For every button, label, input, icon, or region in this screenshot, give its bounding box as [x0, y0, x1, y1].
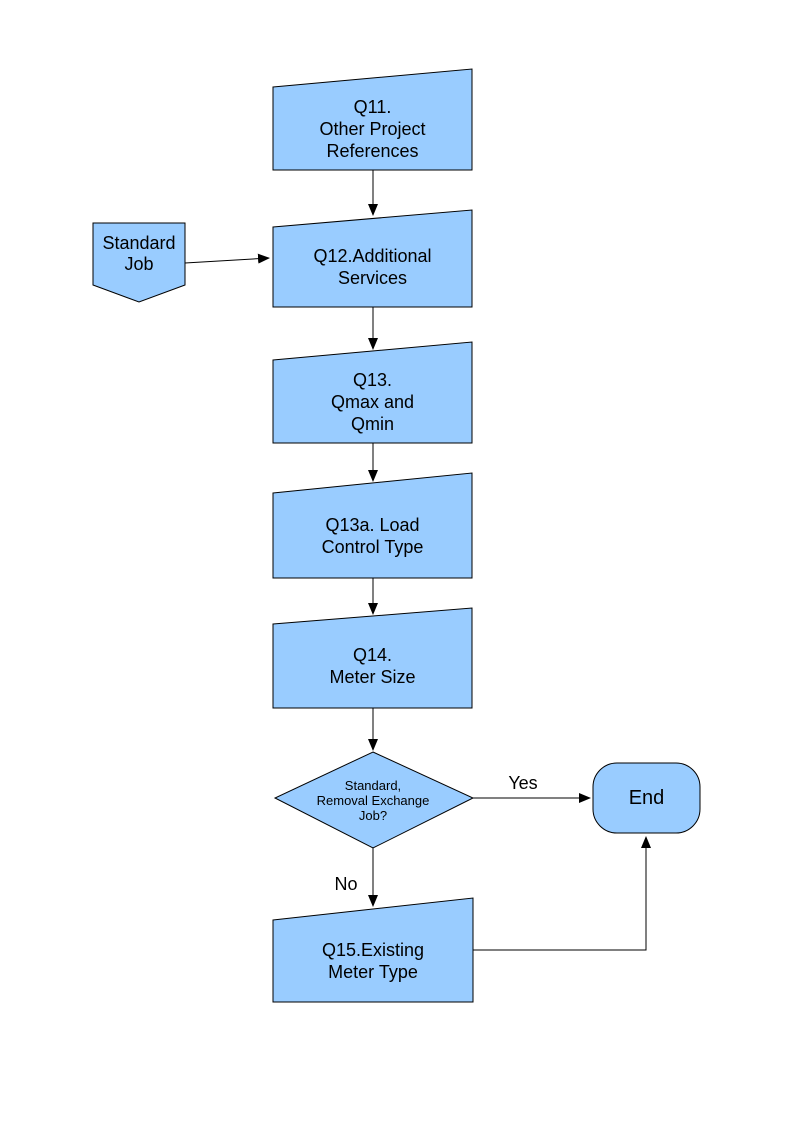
q13a-node-label: Q13a. Load Control Type — [321, 514, 424, 557]
edge-q15-to-end — [473, 836, 651, 951]
end-terminator-shape — [592, 762, 701, 834]
q13-node-label: Q13. Qmax and Qmin — [330, 369, 415, 434]
standard-job-node-label: Standard Job — [102, 233, 176, 274]
standard-job-node-shape — [92, 222, 186, 303]
q14-node-label: Q14. Meter Size — [329, 645, 416, 687]
q15-node-shape — [272, 897, 474, 1003]
decision-diamond-label: Standard, Removal Exchange Job? — [316, 777, 430, 823]
yes-branch-label: Yes — [508, 773, 538, 793]
q11-node-label: Q11. Other Project References — [319, 96, 426, 161]
q14-node-shape — [272, 607, 473, 709]
q12-node-label: Q12.Additional Services — [313, 246, 432, 288]
q13-node-shape — [272, 341, 473, 444]
no-branch-label: No — [334, 874, 358, 894]
q12-node-shape — [272, 209, 473, 308]
q15-node-label: Q15.Existing Meter Type — [321, 940, 425, 982]
edge-standardjob-to-q12 — [184, 253, 270, 264]
q13a-node-shape — [272, 472, 473, 579]
decision-diamond-shape — [273, 751, 475, 849]
end-terminator-label: End — [628, 787, 665, 809]
q11-node-shape — [272, 68, 473, 171]
